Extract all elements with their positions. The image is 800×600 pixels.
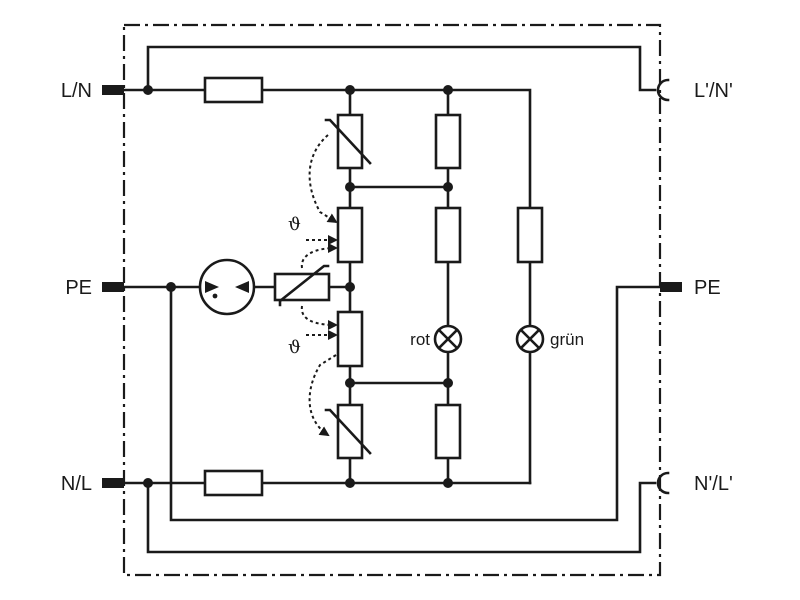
junction-dots [143,85,453,488]
label-ln: L/N [61,80,92,102]
thermal-symbol-upper: ϑ [288,214,301,235]
fuse-icon [203,469,264,497]
terminal-ln-prime [656,78,670,102]
terminal-pe-left [102,282,124,292]
varistor-icon [324,403,372,460]
label-ln-prime: L'/N' [694,80,733,102]
label-nl-prime: N'/L' [694,473,733,495]
resistor-icon [434,113,462,170]
terminal-nl-prime [656,471,670,495]
lamp-icon [515,324,545,354]
lamp-icon [433,324,463,354]
resistor-icon [434,403,462,460]
resistor-icon [516,206,544,264]
label-pe-left: PE [65,277,92,299]
label-lamp-green: grün [550,330,584,349]
thermal-symbol-lower: ϑ [288,337,301,358]
terminal-ln [102,85,124,95]
terminal-pe-right [660,282,682,292]
terminal-nl [102,478,124,488]
wiring [108,45,664,554]
spark-gap-icon [198,258,256,316]
thermal-link-icon [336,310,364,368]
label-pe-right: PE [694,277,721,299]
resistor-icon [434,206,462,264]
varistor-icon [324,113,372,170]
label-lamp-red: rot [410,330,430,349]
thermal-coupling-arrows [300,134,338,437]
fuse-icon [203,76,264,104]
varistor-icon [273,264,331,307]
thermal-link-icon [336,206,364,264]
label-nl: N/L [61,473,92,495]
enclosure-border [122,23,662,577]
